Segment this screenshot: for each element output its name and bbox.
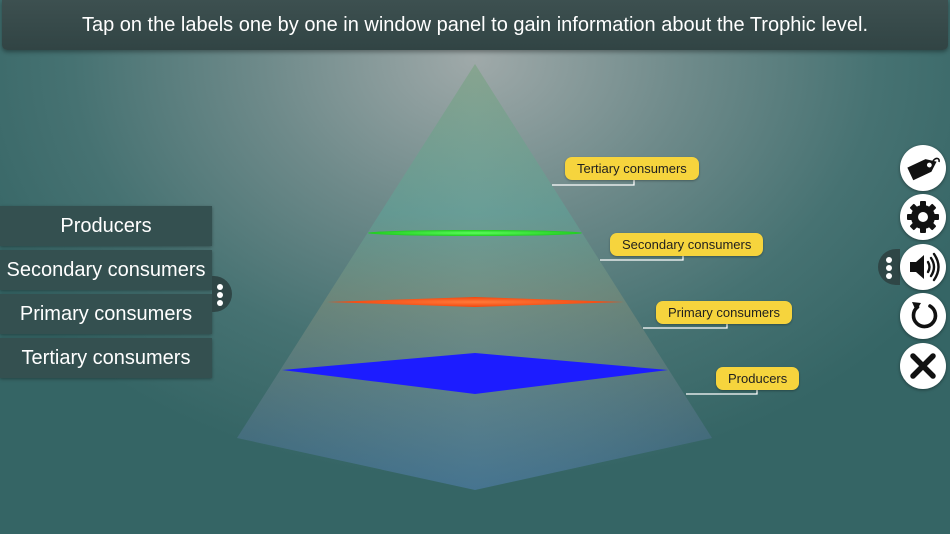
gear-icon xyxy=(907,201,939,233)
sound-button[interactable] xyxy=(900,244,946,290)
close-button[interactable] xyxy=(900,343,946,389)
divider-secondary-primary xyxy=(327,297,624,307)
callout-primary-consumers: Primary consumers xyxy=(656,301,792,324)
settings-button[interactable] xyxy=(900,194,946,240)
leader-line-tertiary xyxy=(552,178,635,186)
close-icon xyxy=(910,353,936,379)
instruction-banner: Tap on the labels one by one in window p… xyxy=(2,0,948,50)
pyramid-shading xyxy=(237,64,712,490)
labels-button[interactable] xyxy=(900,145,946,191)
callout-tertiary-consumers: Tertiary consumers xyxy=(565,157,699,180)
divider-tertiary-secondary xyxy=(368,230,582,236)
leader-line-primary xyxy=(643,322,728,329)
leader-line-producers xyxy=(686,388,758,395)
divider-primary-producers xyxy=(282,353,668,394)
callout-producers: Producers xyxy=(716,367,800,390)
toolbar-toggle-handle[interactable] xyxy=(878,249,900,285)
reset-button[interactable] xyxy=(900,293,946,339)
more-dots-icon xyxy=(886,257,892,281)
window-panel: Producers Secondary consumers Primary co… xyxy=(0,206,212,382)
panel-item-primary-consumers[interactable]: Primary consumers xyxy=(0,294,212,334)
leader-line-secondary xyxy=(600,254,684,261)
panel-item-tertiary-consumers[interactable]: Tertiary consumers xyxy=(0,338,212,378)
panel-item-secondary-consumers[interactable]: Secondary consumers xyxy=(0,250,212,290)
callout-secondary-consumers: Secondary consumers xyxy=(610,233,764,256)
speaker-icon xyxy=(910,252,940,282)
panel-item-producers[interactable]: Producers xyxy=(0,206,212,246)
reset-icon xyxy=(911,302,938,329)
panel-toggle-handle[interactable] xyxy=(212,276,232,312)
more-dots-icon xyxy=(217,284,223,308)
tag-icon xyxy=(907,157,940,181)
